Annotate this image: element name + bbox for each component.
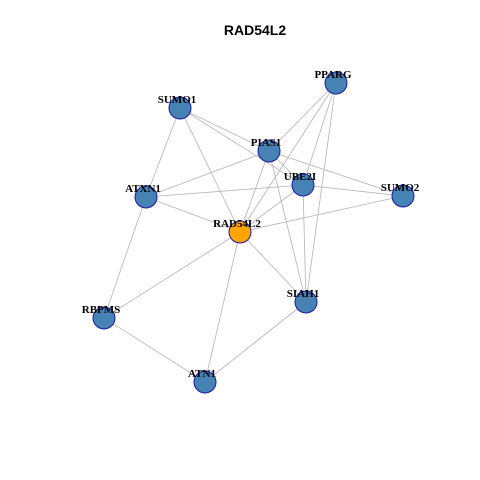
node-layer [92,71,415,394]
node-atxn1[interactable] [134,185,158,209]
node-pparg[interactable] [324,71,348,95]
node-label-rbpms: RBPMS [82,304,121,316]
node-ube2i[interactable] [291,173,315,197]
edge-pias1-siah1 [268,150,307,303]
node-pias1[interactable] [257,139,281,163]
node-rad54l2[interactable] [228,220,252,244]
node-rbpms[interactable] [92,306,116,330]
edge-atxn1-rbpms [103,196,147,319]
edge-sumo1-ube2i [179,107,304,186]
node-label-siah1: SIAH1 [287,288,319,300]
edge-rad54l2-siah1 [239,231,307,303]
edge-siah1-atn1 [204,301,307,383]
edge-atxn1-rad54l2 [145,196,241,233]
edge-rbpms-atn1 [103,317,206,383]
node-label-ube2i: UBE2I [284,171,316,183]
node-label-pias1: PIAS1 [251,137,282,149]
node-label-rad54l2: RAD54L2 [213,218,261,230]
edge-pias1-sumo2 [268,150,404,197]
edge-sumo1-atxn1 [145,107,181,198]
node-siah1[interactable] [294,290,318,314]
edge-ube2i-atxn1 [145,184,304,198]
edge-pparg-siah1 [305,82,337,303]
edge-ube2i-rad54l2 [239,184,304,233]
node-sumo2[interactable] [391,184,415,208]
node-label-sumo1: SUMO1 [158,94,197,106]
edge-ube2i-sumo2 [302,184,404,197]
edge-sumo1-rad54l2 [179,107,241,233]
edge-sumo1-pias1 [179,107,270,152]
edge-pias1-rad54l2 [239,150,270,233]
node-label-atn1: ATN1 [188,368,216,380]
node-label-atxn1: ATXN1 [125,183,161,195]
edge-pparg-ube2i [302,82,337,186]
graph-title: RAD54L2 [224,22,286,38]
edge-ube2i-siah1 [302,184,307,303]
node-label-sumo2: SUMO2 [381,182,420,194]
node-atn1[interactable] [193,370,217,394]
node-label-pparg: PPARG [314,69,352,81]
node-sumo1[interactable] [168,96,192,120]
edge-pparg-pias1 [268,82,337,152]
edge-rad54l2-atn1 [204,231,241,383]
edge-pias1-atxn1 [145,150,270,198]
edge-sumo2-rad54l2 [239,195,404,233]
edge-rad54l2-rbpms [103,231,241,319]
